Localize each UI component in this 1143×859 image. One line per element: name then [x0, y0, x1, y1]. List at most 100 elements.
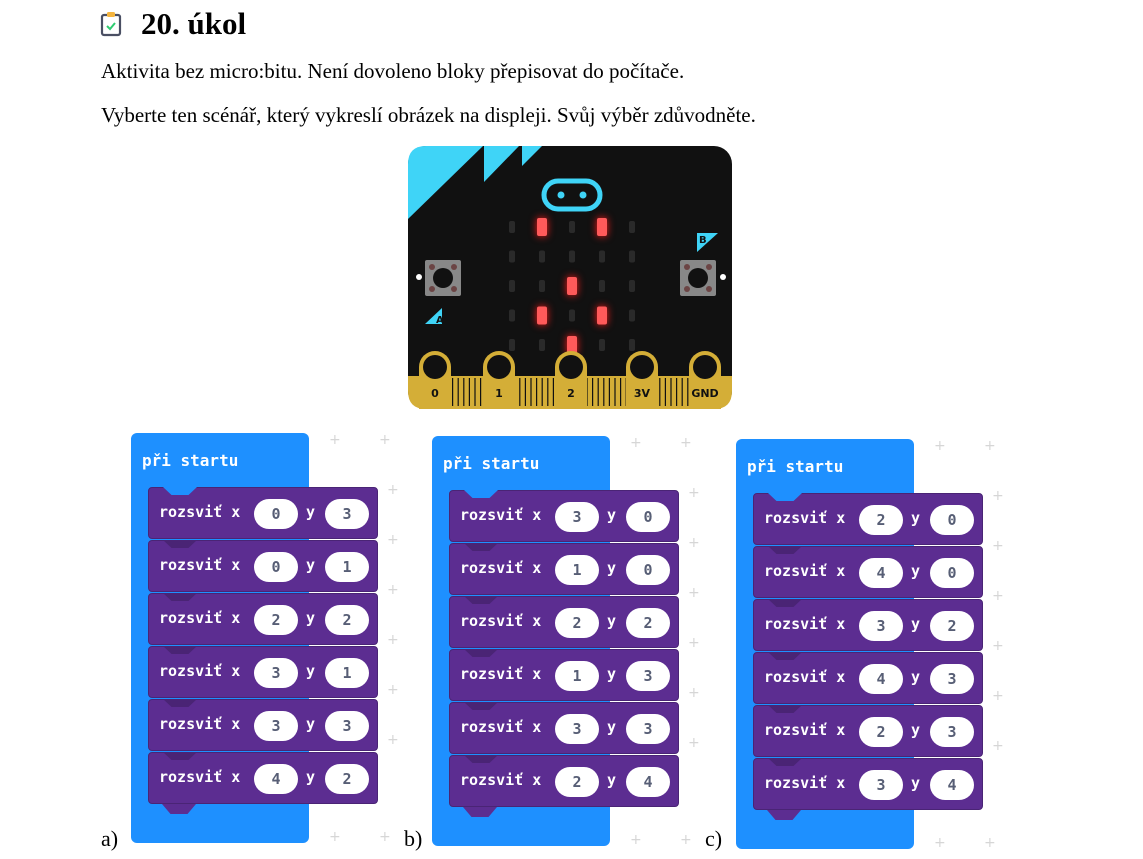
option-label: a) — [101, 826, 119, 851]
y-label: y — [306, 662, 316, 680]
y-value-input[interactable]: 3 — [626, 661, 670, 691]
grid-plus: + — [992, 588, 1004, 604]
block-notch — [768, 705, 802, 713]
led-grid — [509, 218, 635, 354]
led-off — [599, 339, 605, 351]
x-value-input[interactable]: 2 — [254, 605, 298, 635]
block-notch — [768, 493, 802, 501]
grid-plus: + — [992, 538, 1004, 554]
led-off — [539, 339, 545, 351]
y-value-input[interactable]: 2 — [325, 764, 369, 794]
led-on — [567, 277, 577, 295]
grid-plus: + — [680, 435, 692, 451]
y-value-input[interactable]: 2 — [325, 605, 369, 635]
y-value-input[interactable]: 3 — [930, 717, 974, 747]
x-value-input[interactable]: 4 — [254, 764, 298, 794]
x-value-input[interactable]: 4 — [859, 664, 903, 694]
block-tail — [767, 810, 801, 820]
x-value-input[interactable]: 3 — [859, 611, 903, 641]
x-value-input[interactable]: 3 — [254, 658, 298, 688]
y-value-input[interactable]: 3 — [626, 714, 670, 744]
y-label: y — [607, 612, 617, 630]
y-value-input[interactable]: 1 — [325, 658, 369, 688]
y-label: y — [911, 509, 921, 527]
grid-plus: + — [984, 835, 996, 851]
block-label: rozsviť x — [460, 771, 542, 789]
x-value-input[interactable]: 3 — [254, 711, 298, 741]
button-a-label: A — [436, 315, 444, 326]
x-value-input[interactable]: 2 — [555, 767, 599, 797]
grid-plus: + — [688, 735, 700, 751]
led-off — [599, 280, 605, 292]
led-off — [629, 221, 635, 233]
x-value-input[interactable]: 3 — [555, 502, 599, 532]
y-label: y — [607, 771, 617, 789]
led-off — [509, 339, 515, 351]
x-value-input[interactable]: 2 — [555, 608, 599, 638]
y-value-input[interactable]: 0 — [626, 555, 670, 585]
x-value-input[interactable]: 2 — [859, 505, 903, 535]
y-value-input[interactable]: 0 — [626, 502, 670, 532]
grid-plus: + — [688, 685, 700, 701]
x-value-input[interactable]: 0 — [254, 499, 298, 529]
x-value-input[interactable]: 3 — [859, 770, 903, 800]
y-label: y — [306, 768, 316, 786]
y-value-input[interactable]: 2 — [626, 608, 670, 638]
page-title: 20. úkol — [141, 6, 247, 41]
block-label: rozsviť x — [460, 612, 542, 630]
grid-plus: + — [387, 482, 399, 498]
on-start-label: při startu — [142, 451, 239, 470]
y-label: y — [306, 556, 316, 574]
y-label: y — [911, 668, 921, 686]
x-value-input[interactable]: 1 — [555, 555, 599, 585]
grid-plus: + — [379, 829, 391, 845]
y-value-input[interactable]: 3 — [325, 499, 369, 529]
block-notch — [464, 702, 498, 710]
y-label: y — [306, 503, 316, 521]
on-start-label: při startu — [747, 457, 844, 476]
x-value-input[interactable]: 4 — [859, 558, 903, 588]
x-value-input[interactable]: 1 — [555, 661, 599, 691]
led-off — [509, 309, 515, 322]
instruction-2: Vyberte ten scénář, který vykreslí obráz… — [101, 103, 756, 127]
y-value-input[interactable]: 1 — [325, 552, 369, 582]
grid-plus: + — [992, 638, 1004, 654]
microbit-logo-icon — [541, 178, 603, 212]
y-value-input[interactable]: 3 — [325, 711, 369, 741]
grid-plus: + — [688, 635, 700, 651]
grid-plus: + — [387, 582, 399, 598]
block-label: rozsviť x — [159, 609, 241, 627]
x-value-input[interactable]: 0 — [254, 552, 298, 582]
y-value-input[interactable]: 0 — [930, 505, 974, 535]
y-value-input[interactable]: 3 — [930, 664, 974, 694]
led-off — [629, 339, 635, 351]
y-value-input[interactable]: 2 — [930, 611, 974, 641]
grid-plus: + — [984, 438, 996, 454]
y-value-input[interactable]: 0 — [930, 558, 974, 588]
block-label: rozsviť x — [764, 668, 846, 686]
y-value-input[interactable]: 4 — [626, 767, 670, 797]
grid-plus: + — [387, 732, 399, 748]
y-value-input[interactable]: 4 — [930, 770, 974, 800]
x-value-input[interactable]: 2 — [859, 717, 903, 747]
x-value-input[interactable]: 3 — [555, 714, 599, 744]
